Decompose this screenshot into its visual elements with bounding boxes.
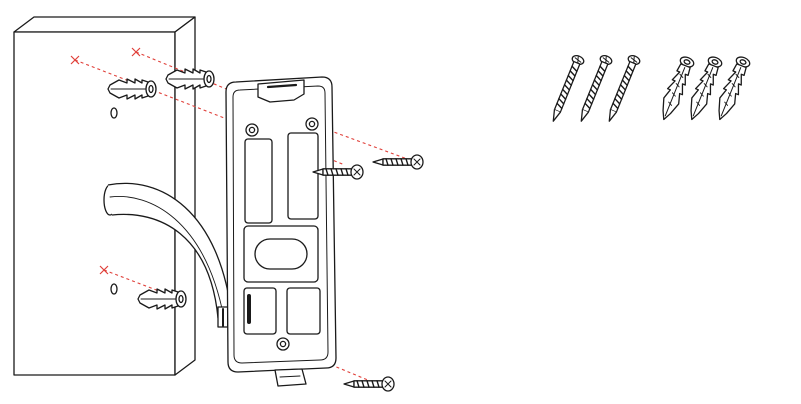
mounting-plate [225, 76, 337, 387]
screw-icon [343, 376, 395, 392]
wall-anchor-icon [137, 288, 187, 310]
screw-icon [372, 154, 424, 170]
wall-hole [110, 283, 118, 295]
parts-kit [547, 53, 753, 125]
wall-hole [110, 107, 118, 119]
wall-anchor-icon [655, 54, 697, 124]
wall-anchor-icon [107, 78, 157, 100]
wall-anchor-icon [165, 68, 215, 90]
screw-icon [547, 53, 586, 125]
